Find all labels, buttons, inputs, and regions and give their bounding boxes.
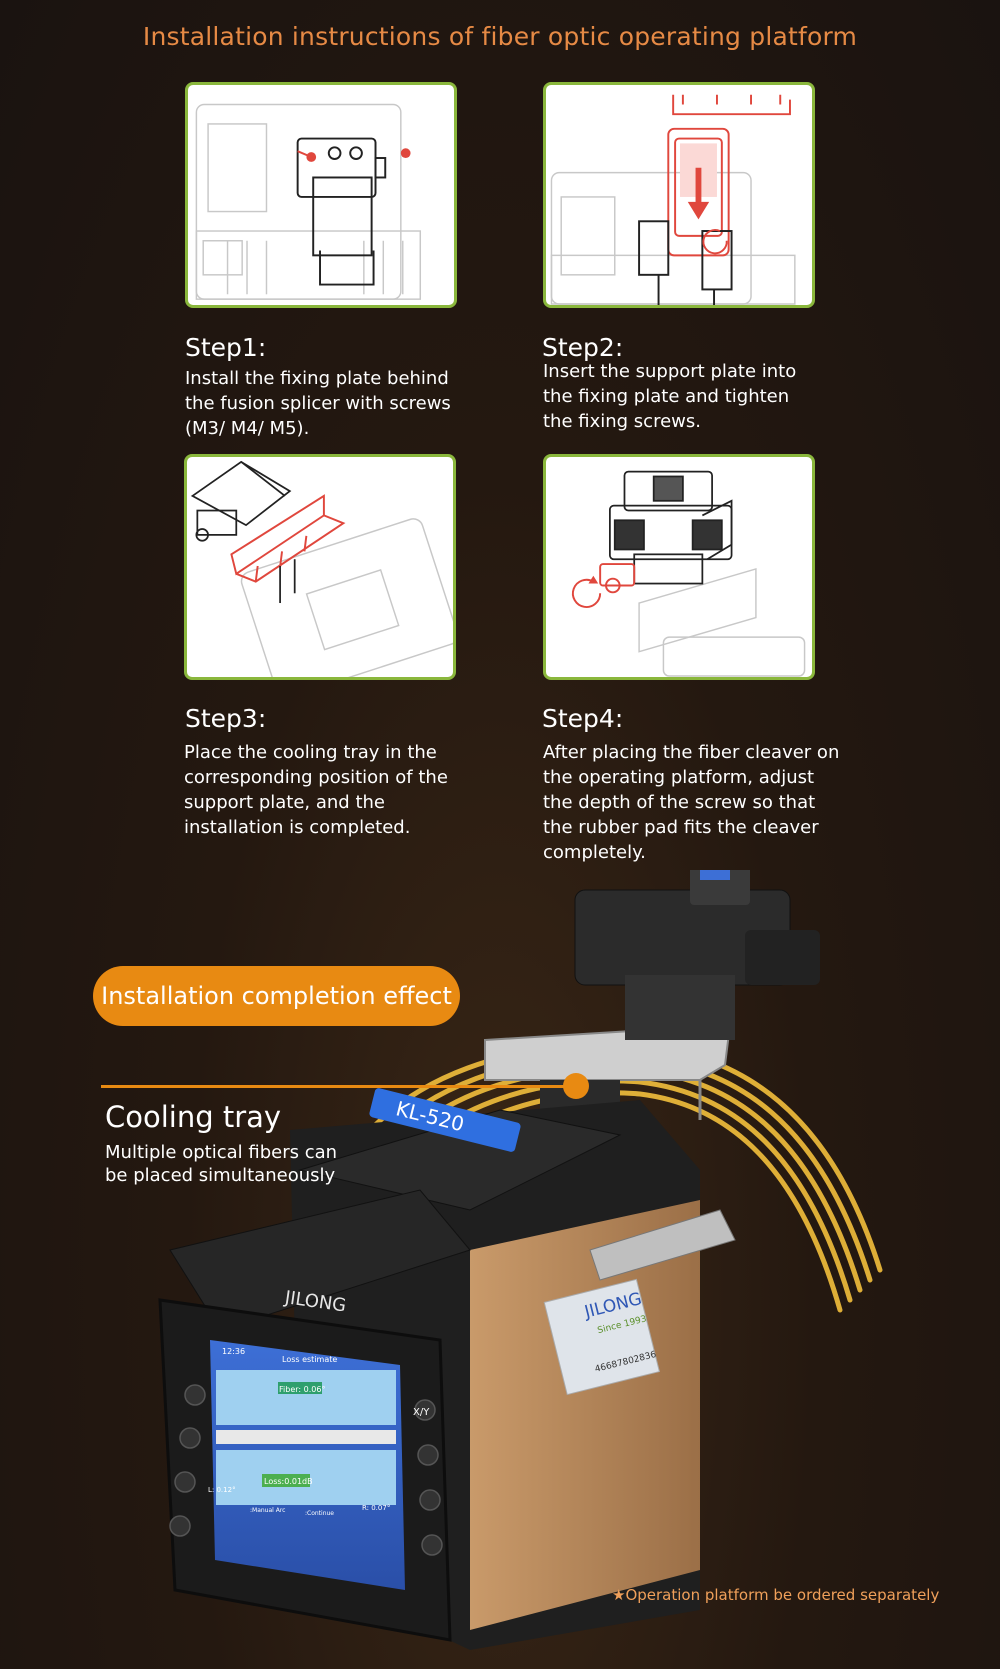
fusion-splicer-drawing: JILONG Since 1993 46687802836 KL-520 JIL…	[158, 870, 883, 1650]
screen-loss: Loss:0.01dB	[264, 1477, 313, 1486]
step3-illustration	[184, 454, 456, 680]
step4-text: After placing the fiber cleaver on the o…	[543, 742, 840, 863]
key-xy: X/Y	[413, 1407, 430, 1418]
footnote: ★Operation platform be ordered separatel…	[612, 1586, 940, 1604]
step3-text: Place the cooling tray in the correspond…	[184, 742, 448, 838]
step3-drawing	[190, 460, 453, 677]
page-title: Installation instructions of fiber optic…	[142, 22, 858, 51]
screen-manual-arc: :Manual Arc	[250, 1507, 285, 1514]
screen-left-angle: L: 0.12°	[208, 1486, 236, 1494]
screen-fiber: Fiber: 0.06°	[279, 1385, 325, 1394]
step1-heading: Step1:	[185, 333, 267, 362]
step3-heading: Step3:	[185, 704, 267, 733]
step2-heading: Step2:	[542, 333, 624, 362]
screen-time: 12:36	[222, 1347, 245, 1356]
installation-effect-badge: Installation completion effect	[93, 966, 460, 1026]
screen-continue: :Continue	[305, 1510, 334, 1517]
step1-text: Install the fixing plate behind the fusi…	[185, 368, 451, 439]
step4-heading: Step4:	[542, 704, 624, 733]
fusion-splicer-product-image: JILONG Since 1993 46687802836 KL-520 JIL…	[0, 870, 1000, 1669]
step1-drawing	[195, 103, 422, 300]
screen-title: Loss estimate	[282, 1355, 337, 1364]
step1-illustration	[185, 82, 457, 308]
step4-illustration	[543, 454, 815, 680]
callout-line	[101, 1085, 577, 1088]
screen-right-angle: R: 0.07°	[362, 1504, 390, 1512]
callout-title: Cooling tray	[105, 1100, 282, 1134]
step2-illustration	[543, 82, 815, 308]
callout-dot	[563, 1073, 589, 1099]
step2-drawing	[550, 94, 796, 305]
callout-text: Multiple optical fibers can be placed si…	[105, 1142, 338, 1186]
step2-text: Insert the support plate into the fixing…	[543, 361, 797, 432]
step4-drawing	[571, 470, 806, 677]
